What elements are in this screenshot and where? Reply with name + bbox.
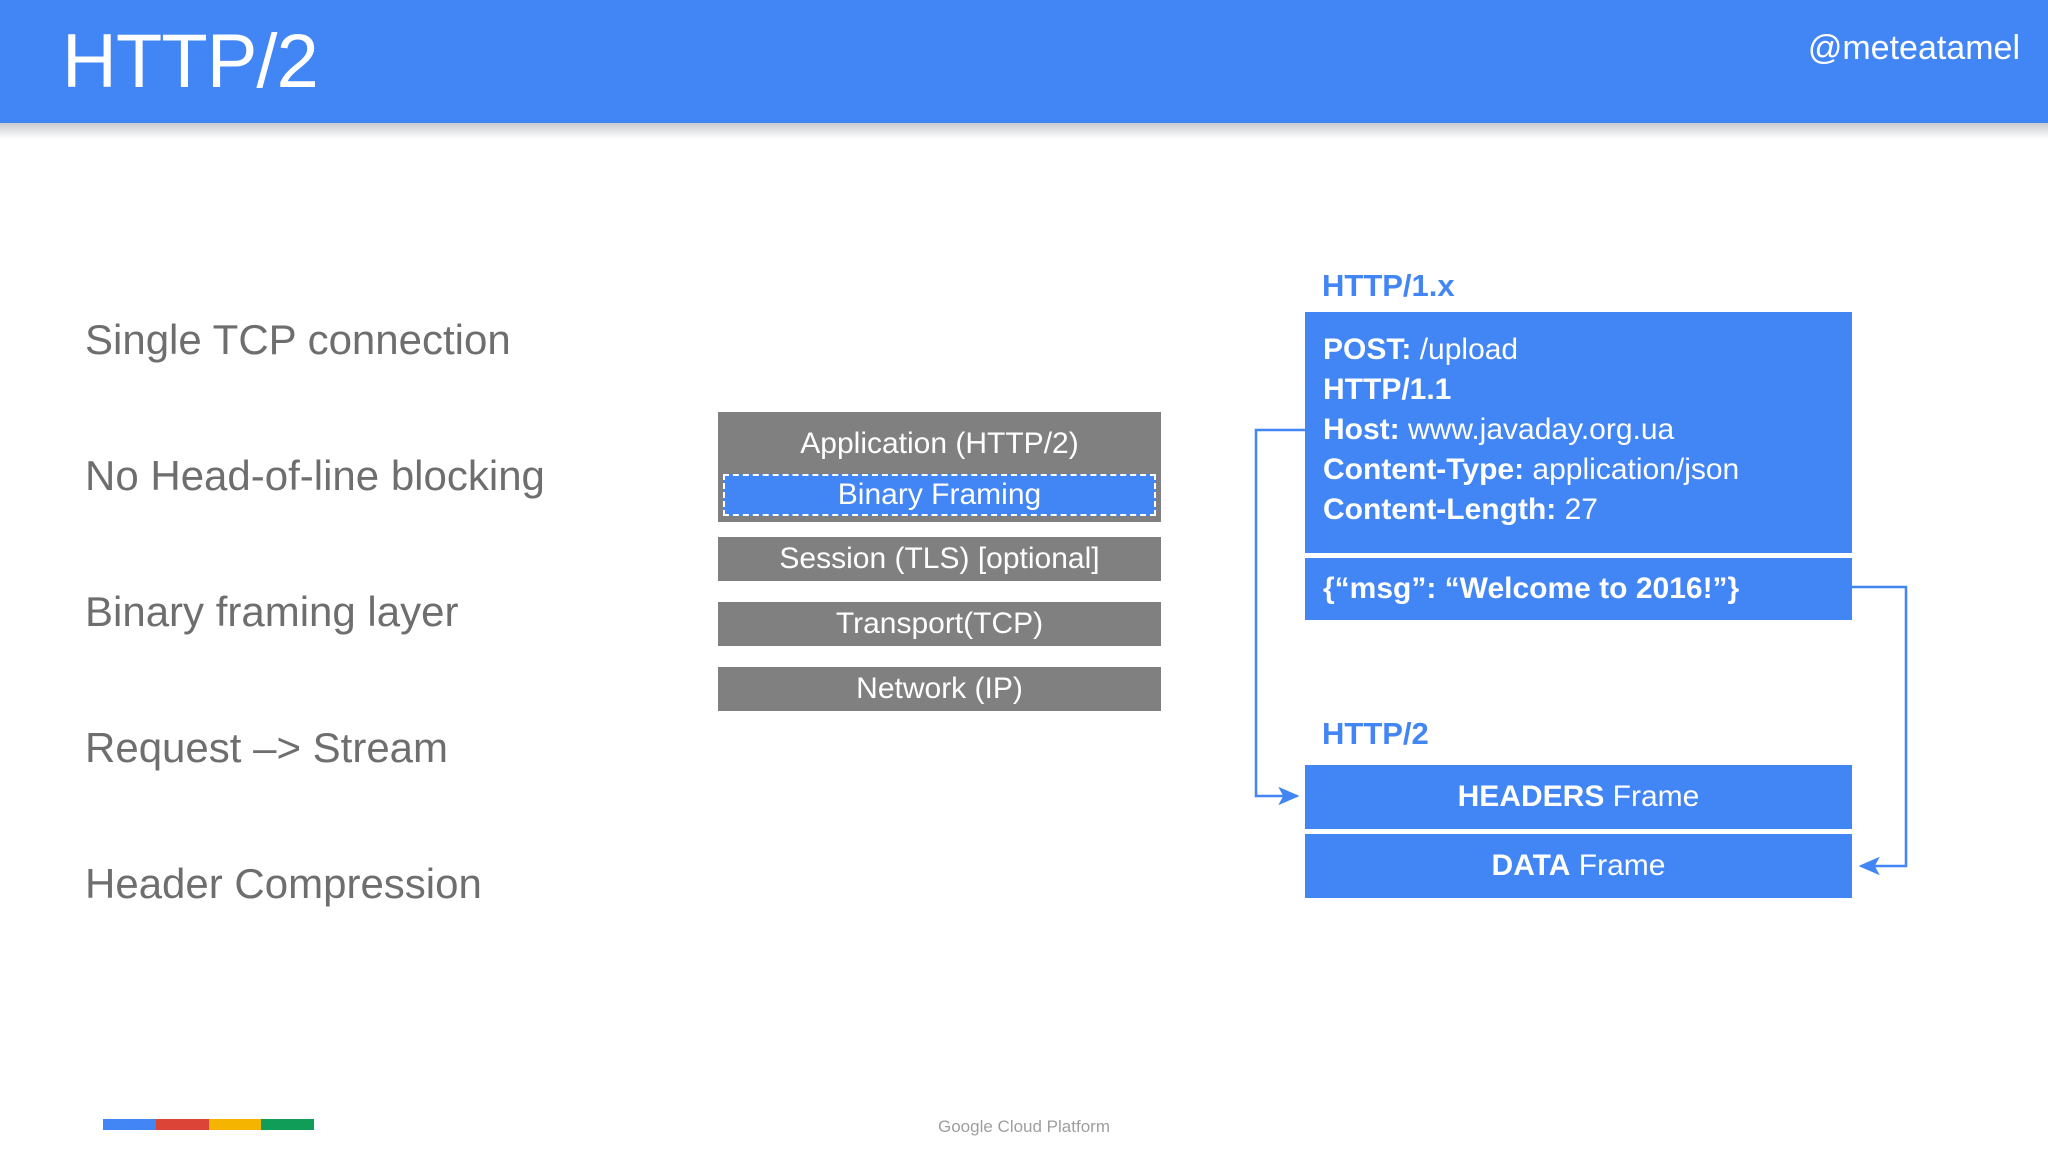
http1x-header-line: HTTP/1.1 [1323,370,1852,410]
logo-segment-yellow [208,1119,262,1130]
google-logo-bar [103,1119,314,1130]
arrow-headers-mapping [1254,428,1305,806]
http1x-header-line: POST: /upload [1323,330,1852,370]
list-item: Single TCP connection [85,316,511,363]
http1x-header-key: Host: [1323,413,1400,446]
http1x-headers-box: POST: /upload HTTP/1.1 Host: www.javaday… [1305,312,1852,553]
http1x-header-key: Content-Type: [1323,453,1525,486]
http2-frame-type: DATA [1491,849,1571,882]
http2-frame-type: HEADERS [1457,780,1605,813]
stack-layer-session: Session (TLS) [optional] [718,537,1161,581]
feature-list: Single TCP connection No Head-of-line bl… [85,312,725,992]
stack-layer-network: Network (IP) [718,667,1161,711]
logo-segment-blue [103,1119,156,1130]
http1x-header-value: /upload [1411,333,1519,366]
arrow-data-mapping [1852,585,1908,876]
stack-layer-application-label: Application (HTTP/2) [800,427,1079,460]
http2-frame-suffix: Frame [1604,780,1700,813]
http1x-header-key: POST: [1323,333,1412,366]
http1x-label: HTTP/1.x [1322,268,1455,303]
http2-data-frame-box: DATA Frame [1305,834,1852,898]
http2-frame-suffix: Frame [1570,849,1666,882]
list-item: Header Compression [85,860,482,907]
http1x-header-key: HTTP/1.1 [1323,373,1452,406]
footer-brand-text: Google Cloud Platform [938,1117,1110,1136]
stack-layer-transport: Transport(TCP) [718,602,1161,646]
http1x-header-line: Host: www.javaday.org.ua [1323,410,1852,450]
list-item: No Head-of-line blocking [85,452,545,499]
protocol-stack-diagram: Application (HTTP/2) Binary Framing Sess… [718,412,1161,711]
slide-header-band [0,0,2048,123]
http2-data-frame-text: DATA Frame [1492,848,1666,884]
logo-segment-red [155,1119,209,1130]
http2-headers-frame-text: HEADERS Frame [1458,779,1700,815]
header-shadow [0,123,2048,139]
http1x-header-line: Content-Length: 27 [1323,490,1852,530]
stack-layer-application: Application (HTTP/2) Binary Framing [718,412,1161,522]
http2-label: HTTP/2 [1322,716,1429,751]
page-title: HTTP/2 [62,19,319,104]
stack-layer-binary-framing: Binary Framing [723,474,1156,516]
http1x-body-text: {“msg”: “Welcome to 2016!”} [1323,572,1740,605]
http1x-header-line: Content-Type: application/json [1323,450,1852,490]
http1x-header-value: application/json [1524,453,1740,486]
list-item: Binary framing layer [85,588,459,635]
http1x-header-value: www.javaday.org.ua [1399,413,1675,446]
http1x-header-key: Content-Length: [1323,493,1557,526]
http1x-body-box: {“msg”: “Welcome to 2016!”} [1305,558,1852,620]
http1x-header-value: 27 [1556,493,1598,526]
http2-headers-frame-box: HEADERS Frame [1305,765,1852,829]
author-handle: @meteatamel [1807,29,2020,67]
logo-segment-green [261,1119,314,1130]
list-item: Request –> Stream [85,724,449,771]
